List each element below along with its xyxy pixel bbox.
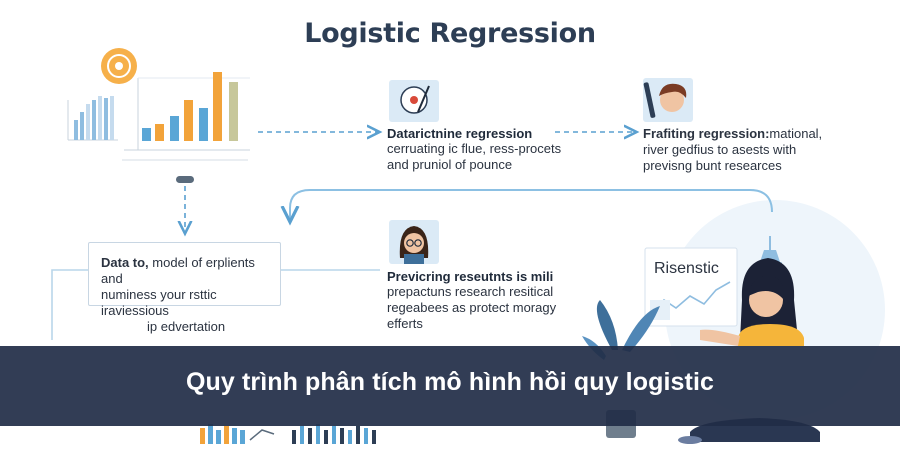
- loop-line-left: [51, 269, 88, 340]
- step-line: numiness your rsttic iraviessious: [101, 287, 217, 318]
- screen-label: Risenstic: [654, 260, 719, 277]
- step-line: prepactuns research resitical: [387, 284, 554, 299]
- step-title: Previcring reseutnts is mili: [387, 269, 554, 284]
- lower-bar-chart: [200, 424, 376, 444]
- small-bar-chart: [67, 96, 118, 141]
- step-line: regeabees as protect moragy: [387, 300, 557, 315]
- step-line: and pruniol of pounce: [387, 157, 513, 172]
- step-line: cerruating ic flue, ress-procets: [387, 141, 562, 156]
- person-icon: [643, 78, 693, 122]
- page-title: Logistic Regression: [304, 18, 596, 49]
- step-frafiting: Frafiting regression:mational, river ged…: [643, 126, 843, 174]
- gear-icon: [101, 48, 137, 84]
- step-line: ip edvertation: [147, 319, 226, 334]
- caption-text: Quy trình phân tích mô hình hồi quy logi…: [186, 368, 714, 396]
- step-data-model: Data to, model of erplients and numiness…: [88, 242, 281, 334]
- step-title: Frafiting regression:: [643, 126, 770, 141]
- main-bar-chart: [122, 72, 250, 161]
- step-heading-line: Data to, model of erplients and: [101, 255, 274, 287]
- step-title-rest: mational,: [769, 126, 823, 141]
- step-title: Datarictnine regression: [387, 126, 533, 141]
- step-line: previsng bunt researces: [643, 158, 782, 173]
- caption-banner: [0, 346, 900, 426]
- person-icon: [389, 220, 439, 264]
- chart-screen: [644, 247, 738, 327]
- step-datarictnine: Datarictnine regression cerruating ic fl…: [387, 126, 567, 173]
- step-heading-line: Frafiting regression:mational,: [643, 126, 843, 142]
- target-icon: [389, 80, 439, 122]
- step-line: efferts: [387, 316, 423, 331]
- connector-pill: [176, 176, 194, 183]
- step-title: Data to,: [101, 255, 149, 270]
- step-title-rest: model of erplients and: [101, 255, 255, 286]
- arrow-return: [290, 189, 773, 220]
- step-previcring: Previcring reseutnts is mili prepactuns …: [387, 269, 557, 332]
- step-line: river gedfius to asests with: [643, 142, 797, 157]
